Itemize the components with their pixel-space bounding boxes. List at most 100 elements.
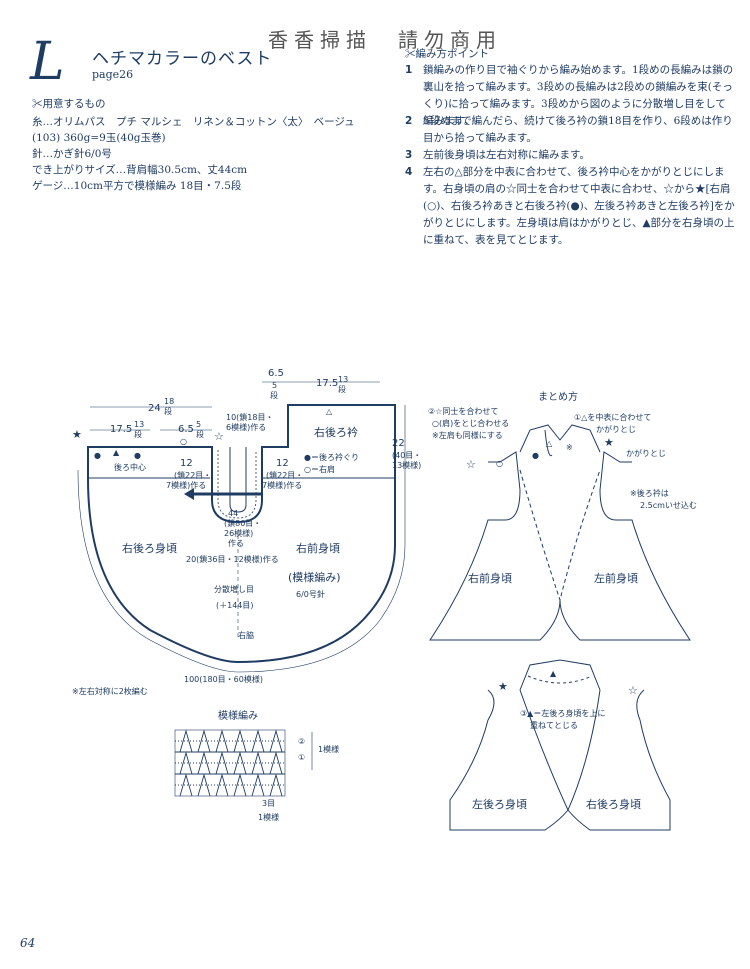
- step-text: 5段めまで編んだら、続けて後ろ衿の鎖18目を作り、6段めは作り目から拾って編みま…: [423, 115, 733, 144]
- materials-line: 糸…オリムパス プチ マルシェ リネン＆コットン〈太〉 ベージュ: [32, 116, 355, 128]
- assembly-note: ※: [566, 443, 573, 452]
- circle-outline-icon: ○: [180, 437, 187, 446]
- triangle-filled-icon: ▲: [113, 448, 120, 457]
- circle-icon: ●: [134, 451, 141, 460]
- assembly-note: 2.5cmいせ込む: [640, 501, 697, 510]
- assembly-note: ※後ろ衿は: [630, 488, 669, 498]
- page-title: ヘチマカラーのベスト: [92, 49, 273, 69]
- step-1: 1 鎖編みの作り目で袖ぐりから編み始めます。1段めの長編みは鎖の裏山を拾って編み…: [405, 62, 735, 130]
- legend-label: ○＝右肩: [304, 464, 335, 474]
- dim-label: (＋144目): [216, 601, 254, 610]
- dim-label: 17.5: [316, 378, 338, 389]
- section-letter: L: [30, 32, 65, 92]
- dim-label: (鎖22目・: [174, 470, 211, 480]
- assembly-note: ②☆同士を合わせて: [428, 406, 498, 416]
- dim-label: 22: [392, 438, 405, 449]
- dim-label: 段: [134, 429, 142, 439]
- circle-icon: ●: [94, 451, 101, 460]
- dim-label: 13: [134, 420, 144, 429]
- part-label: 右前身頃: [296, 541, 340, 555]
- dim-label: 段: [164, 406, 172, 416]
- assembly-note: ○(肩)をとじ合わせる: [432, 418, 509, 428]
- dim-label: 段: [196, 429, 204, 439]
- materials-heading: ✂用意するもの: [32, 98, 106, 110]
- dim-label: 6.5: [268, 368, 284, 379]
- dim-label: 段: [270, 390, 278, 400]
- dim-label: 7模様)作る: [262, 480, 302, 490]
- dim-label: 17.5: [110, 424, 132, 435]
- page-reference: page26: [92, 68, 134, 81]
- triangle-filled-icon: ▲: [550, 669, 557, 678]
- vest-front-outline: [429, 451, 691, 641]
- dim-label: 24: [148, 403, 161, 414]
- dim-label: 13: [338, 375, 348, 384]
- dim-label: 18: [164, 397, 174, 406]
- dim-label: 10(鎖18目・: [226, 412, 273, 422]
- stitch-count-label: 3目: [262, 799, 275, 808]
- materials-line: でき上がりサイズ…背肩幅30.5cm、丈44cm: [32, 164, 248, 176]
- row-label: ①: [298, 753, 305, 762]
- part-label: 右後ろ身頃: [122, 541, 177, 555]
- part-label: 右後ろ衿: [314, 425, 358, 439]
- materials-line: (103) 360g=9玉(40g玉巻): [32, 132, 166, 144]
- dim-label: 作る: [228, 538, 244, 548]
- dim-label: 13模様): [392, 460, 421, 470]
- stitch-chart: [174, 729, 286, 797]
- dim-label: 26模様): [224, 528, 253, 538]
- dim-label: 5: [272, 381, 277, 390]
- assembly-title: まとめ方: [538, 390, 578, 403]
- legend-label: ●＝後ろ衿ぐり: [304, 452, 359, 462]
- part-label: 6/0号針: [296, 589, 325, 599]
- dim-label: 100(180目・60模様): [184, 674, 263, 684]
- assembly-note: 重ねてとじる: [530, 720, 578, 730]
- triangle-outline-icon: △: [326, 407, 333, 416]
- step-2: 2 5段めまで編んだら、続けて後ろ衿の鎖18目を作り、6段めは作り目から拾って編…: [405, 113, 735, 147]
- step-3: 3 左前後身頃は左右対称に編みます。: [405, 147, 735, 164]
- points-heading: ✂編み方ポイント: [405, 48, 489, 60]
- assembly-note: ③▲＝左後ろ身頃を上に: [520, 708, 605, 718]
- watermark: 香香掃描 請勿商用: [268, 28, 502, 52]
- page-number: 64: [20, 936, 36, 950]
- step-number: 3: [405, 149, 413, 161]
- circle-icon: ●: [532, 451, 539, 460]
- chart-title: 模様編み: [218, 709, 258, 722]
- dim-label: 6模様)作る: [226, 422, 266, 432]
- row-label: ②: [298, 737, 305, 746]
- note-label: ※左右対称に2枚編む: [72, 686, 148, 696]
- dim-label: (鎖80目・: [224, 518, 261, 528]
- circle-outline-icon: ○: [496, 459, 503, 468]
- star-outline-icon: ☆: [466, 458, 476, 471]
- part-label: 左後ろ身頃: [472, 797, 527, 811]
- assembly-note: ①△を中表に合わせて: [574, 412, 651, 422]
- step-text: 左前後身頃は左右対称に編みます。: [423, 149, 590, 161]
- repeat-label: 1模様: [318, 744, 339, 754]
- body-outline: [87, 404, 396, 664]
- star-filled-icon: ★: [72, 428, 82, 441]
- step-number: 1: [405, 64, 413, 76]
- step-number: 2: [405, 115, 413, 127]
- materials-line: ゲージ…10cm平方で模様編み 18目・7.5段: [32, 180, 242, 192]
- dim-label: 段: [338, 384, 346, 394]
- part-label: 右脇: [238, 630, 254, 640]
- dim-label: 20(鎖36目・12模様)作る: [186, 554, 279, 564]
- dim-label: 分散増し目: [214, 584, 254, 594]
- dim-label: (40目・: [392, 451, 421, 460]
- star-outline-icon: ☆: [214, 430, 224, 443]
- part-label: 左前身頃: [594, 571, 638, 585]
- materials-line: 針…かぎ針6/0号: [32, 148, 112, 160]
- part-label: (模様編み): [288, 570, 341, 584]
- repeat-label: 1模様: [258, 812, 279, 822]
- assembly-note: ※左肩も同様にする: [432, 430, 503, 440]
- assembly-note: かがりとじ: [596, 424, 636, 434]
- part-label: 右前身頃: [468, 571, 512, 585]
- triangle-outline-icon: △: [546, 439, 553, 448]
- dim-label: (鎖22目・: [266, 470, 303, 480]
- part-label: 右後ろ身頃: [586, 797, 641, 811]
- step-text: 左右の△部分を中表に合わせて、後ろ衿中心をかがりとじにします。右身頃の肩の☆同士…: [423, 166, 735, 246]
- part-label: 後ろ中心: [114, 462, 146, 472]
- step-number: 4: [405, 166, 413, 178]
- assembly-note: かがりとじ: [626, 448, 666, 458]
- dim-label: 7模様)作る: [166, 480, 206, 490]
- dim-label: 5: [196, 420, 201, 429]
